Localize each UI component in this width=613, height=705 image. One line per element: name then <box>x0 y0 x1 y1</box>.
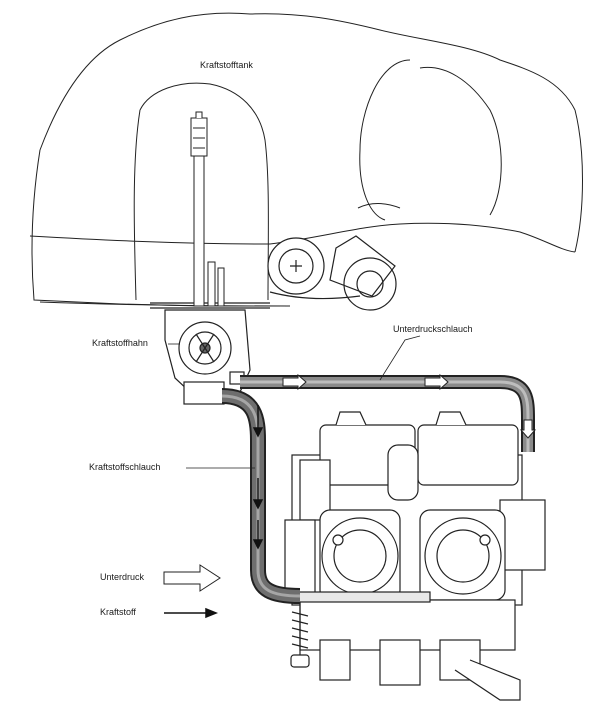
label-fuel-hose: Kraftstoffschlauch <box>89 462 161 472</box>
label-fuel-tank: Kraftstofftank <box>200 60 253 70</box>
fuel-tank <box>29 12 583 307</box>
carburetor-assembly <box>284 411 546 701</box>
vacuum-hose <box>240 375 535 452</box>
legend-fuel-arrow <box>164 607 219 619</box>
fuel-hose <box>221 388 301 604</box>
label-fuel-valve: Kraftstoffhahn <box>92 338 148 348</box>
legend-label-vacuum: Unterdruck <box>100 572 145 582</box>
tank-pivot-bracket <box>267 235 397 311</box>
leader-lines <box>168 335 421 469</box>
legend-label-fuel: Kraftstoff <box>100 607 136 617</box>
fuel-valve <box>164 309 251 405</box>
vacuum-flow-arrow <box>282 373 537 439</box>
fuel-pickup-tube <box>190 111 225 307</box>
fuel-distribution-rail <box>294 591 431 603</box>
fuel-flow-arrow <box>252 405 264 550</box>
label-vacuum-hose: Unterdruckschlauch <box>393 324 473 334</box>
legend-vacuum-arrow <box>163 564 221 592</box>
idle-adjust-screw <box>290 602 310 668</box>
